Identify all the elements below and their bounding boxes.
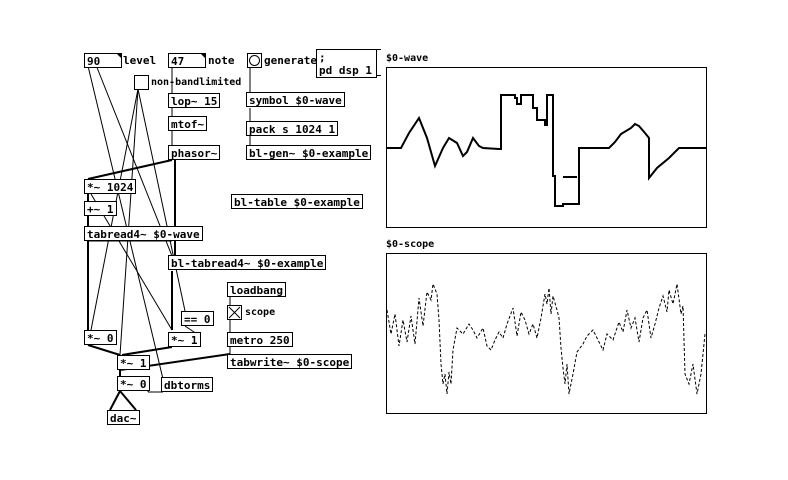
scope-plot: [387, 283, 706, 395]
tabread4-object[interactable]: tabread4~ $0-wave: [84, 226, 203, 241]
wave-graph[interactable]: [386, 67, 707, 228]
mul0-left-object[interactable]: *~ 0: [84, 330, 117, 345]
phasor-object[interactable]: phasor~: [168, 145, 221, 160]
mul1-low-object[interactable]: *~ 1: [117, 355, 150, 370]
bl-table-object[interactable]: bl-table $0-example: [231, 194, 363, 209]
pack-object[interactable]: pack s 1024 1: [246, 121, 339, 136]
level-number-box[interactable]: 90: [84, 53, 122, 68]
pd-dsp-message[interactable]: ; pd dsp 1: [316, 49, 381, 78]
toggle-x-icon: [228, 306, 241, 319]
bl-tabread4-object[interactable]: bl-tabread4~ $0-example: [168, 255, 327, 270]
generate-label: generate: [264, 54, 317, 67]
mul-1024-object[interactable]: *~ 1024: [84, 179, 137, 194]
plus-1-object[interactable]: +~ 1: [84, 201, 117, 216]
symbol-object[interactable]: symbol $0-wave: [246, 92, 345, 107]
scope-graph-title: $0-scope: [386, 239, 435, 250]
pd-dsp-line1: ;: [319, 51, 326, 64]
lop-object[interactable]: lop~ 15: [168, 93, 221, 108]
pd-dsp-line2: pd dsp 1: [319, 64, 372, 77]
bang-circle-icon: [249, 55, 260, 66]
mul0-low-object[interactable]: *~ 0: [117, 376, 150, 391]
scope-toggle[interactable]: [227, 305, 242, 320]
eq0-object[interactable]: == 0: [181, 311, 214, 326]
dac-object[interactable]: dac~: [107, 410, 140, 425]
note-value: 47: [171, 55, 185, 68]
loadbang-object[interactable]: loadbang: [227, 282, 286, 297]
note-number-box[interactable]: 47: [168, 53, 206, 68]
dbtorms-object[interactable]: dbtorms: [161, 377, 214, 392]
scope-label: scope: [245, 307, 276, 318]
non-bandlimited-toggle[interactable]: [134, 75, 149, 90]
bl-gen-object[interactable]: bl-gen~ $0-example: [246, 145, 372, 160]
tabwrite-object[interactable]: tabwrite~ $0-scope: [227, 354, 353, 369]
wave-graph-title: $0-wave: [386, 53, 429, 64]
level-label: level: [123, 54, 157, 67]
wave-plot: [387, 94, 706, 207]
level-value: 90: [87, 55, 101, 68]
scope-graph[interactable]: [386, 253, 707, 414]
non-bandlimited-label: non-bandlimited: [151, 77, 242, 88]
note-label: note: [208, 54, 235, 67]
mtof-object[interactable]: mtof~: [168, 116, 208, 131]
generate-bang[interactable]: [247, 53, 262, 68]
mul1-mid-object[interactable]: *~ 1: [168, 332, 201, 347]
metro-object[interactable]: metro 250: [227, 332, 293, 347]
